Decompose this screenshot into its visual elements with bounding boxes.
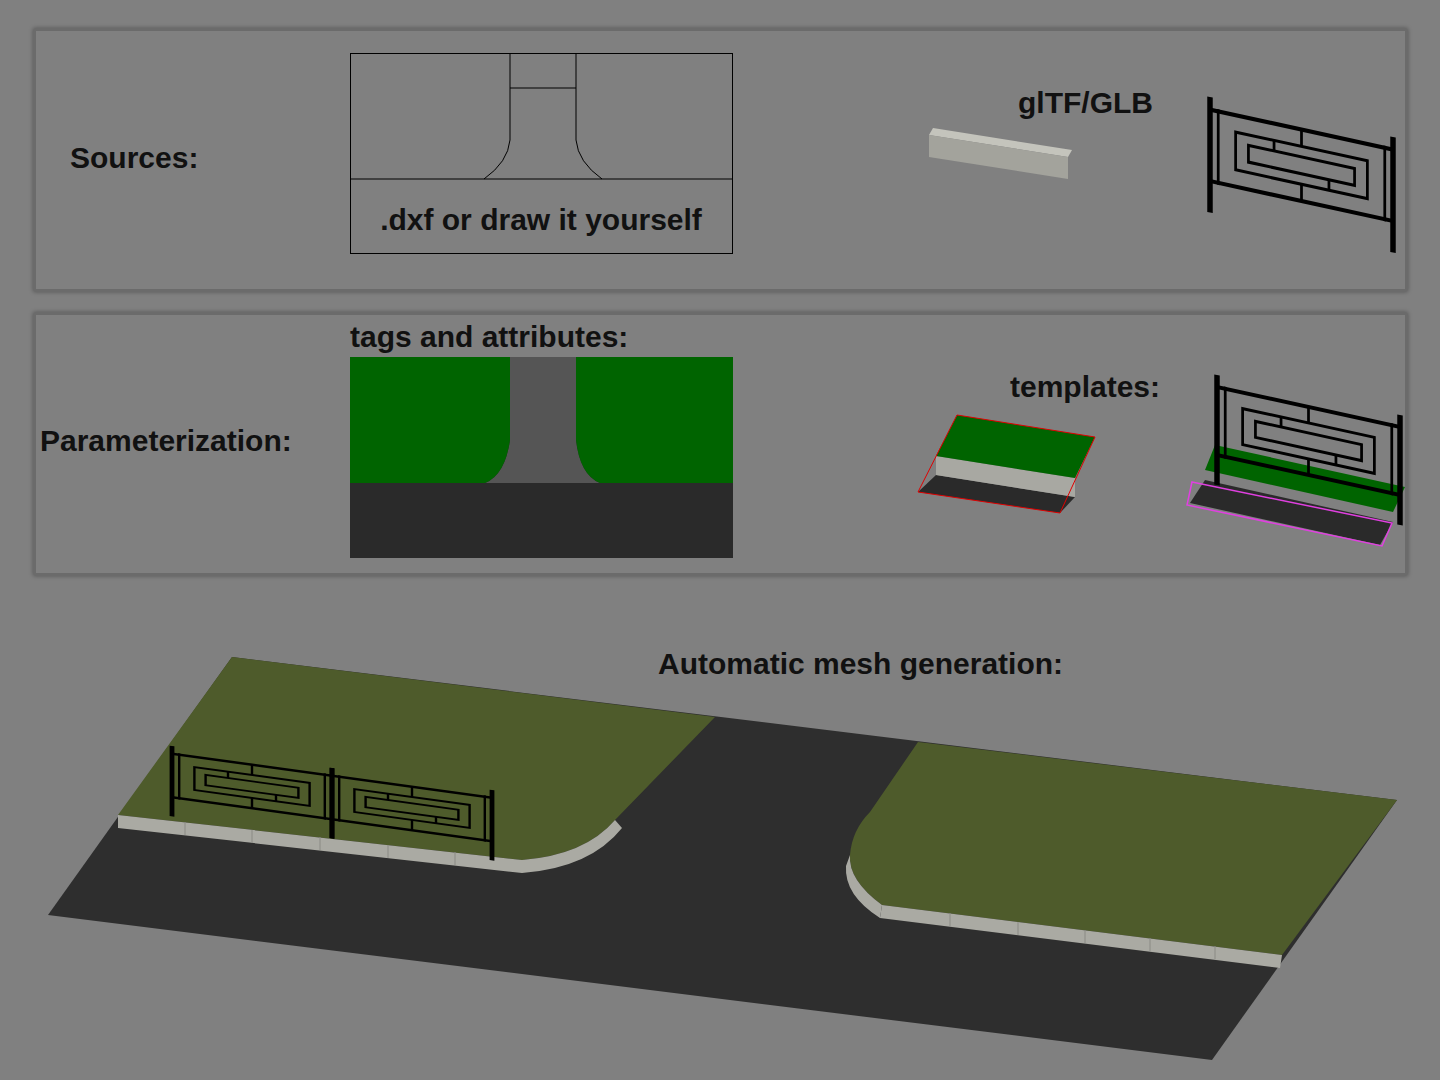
curb-model xyxy=(929,128,1072,179)
fence-model xyxy=(1210,97,1393,253)
drawing-part xyxy=(320,837,321,850)
drawing-part xyxy=(455,852,456,865)
drawing-part xyxy=(484,53,510,179)
drawing-part xyxy=(185,822,186,835)
drawing-part xyxy=(48,657,1397,1060)
drawing-part xyxy=(950,913,951,926)
drawing-part xyxy=(1018,922,1019,935)
format-label: glTF/GLB xyxy=(1018,86,1153,119)
section-title: Parameterization: xyxy=(40,424,292,457)
drawing-part xyxy=(576,53,602,179)
drawing-part xyxy=(576,357,733,483)
generated-mesh xyxy=(48,657,1397,1060)
drawing-part xyxy=(350,357,510,483)
drawing-part xyxy=(918,415,1095,513)
fence-template xyxy=(1187,375,1405,546)
section-title: Sources: xyxy=(70,141,198,174)
drawing-part xyxy=(388,845,389,858)
drawing-part xyxy=(880,905,1282,968)
drawing-part xyxy=(1217,375,1400,525)
drawing-part xyxy=(846,855,882,918)
source-drawing: .dxf or draw it yourself xyxy=(350,53,733,254)
section-panel: .dxf or draw it yourself Sources: xyxy=(33,28,1408,292)
drawing-part xyxy=(350,179,733,180)
tag-map-box: tags and attributes: xyxy=(350,318,733,558)
drawing-part xyxy=(252,830,253,843)
drawing-part xyxy=(929,135,1068,179)
section-panel: tags and attributes: Parameterization: xyxy=(33,312,1408,576)
drawing-part xyxy=(1215,946,1216,959)
box-caption: .dxf or draw it yourself xyxy=(380,203,702,236)
drawing-part xyxy=(510,88,576,89)
drawing-part xyxy=(332,768,492,860)
tag-map xyxy=(350,357,733,558)
drawing-part xyxy=(1210,97,1393,253)
drawing-part xyxy=(1150,938,1151,951)
drawing-part xyxy=(1085,930,1086,943)
section-label: Automatic mesh generation: xyxy=(658,647,1063,680)
drawing-part xyxy=(185,822,1215,959)
drawing-part xyxy=(172,746,332,838)
section-label: templates: xyxy=(1010,370,1160,403)
box-caption: tags and attributes: xyxy=(350,320,628,353)
dxf-lines xyxy=(350,53,733,179)
curb-template xyxy=(918,415,1095,513)
drawing-part xyxy=(350,357,733,558)
